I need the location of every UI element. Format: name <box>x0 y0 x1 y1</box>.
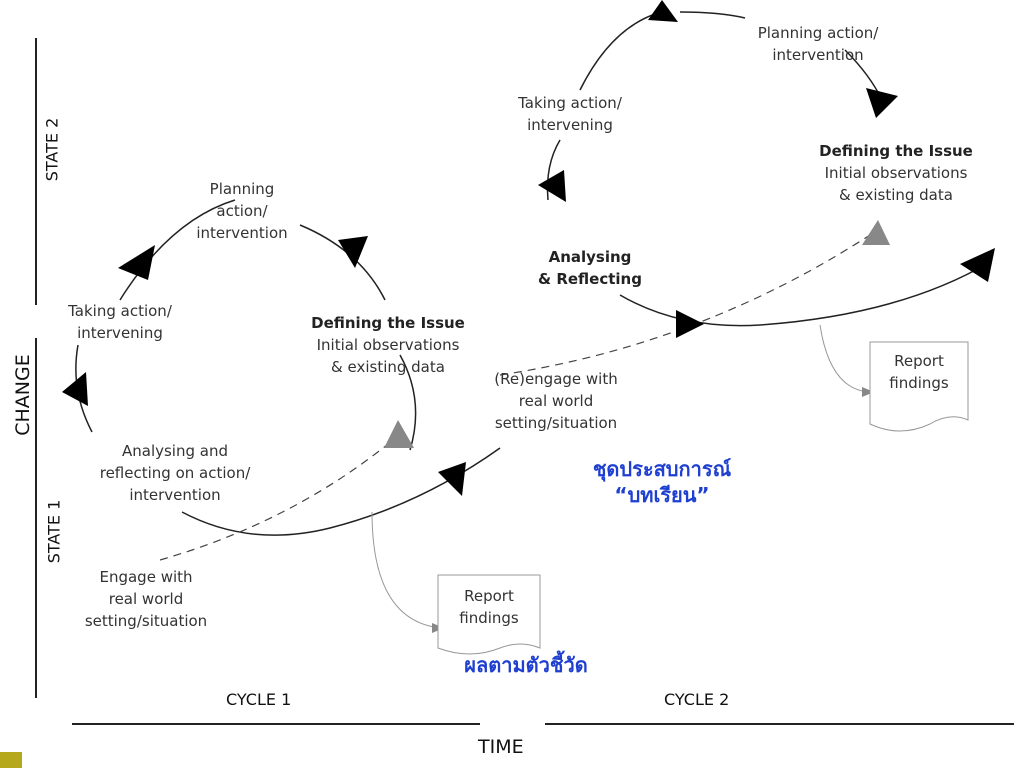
cycle2-arc-bottom <box>619 261 991 327</box>
cycle1-arrow-left <box>62 372 88 406</box>
cycle1-report-connector <box>371 511 441 629</box>
state-1-axis-label: STATE 1 <box>44 499 64 564</box>
cycle1-arrow-bottom-right <box>438 462 466 496</box>
time-axis-label: TIME <box>478 736 524 758</box>
cycle1-arrow-grey <box>384 420 414 448</box>
cycle2-report-label: Report findings <box>889 352 949 392</box>
cycle2-taking-action-label: Taking action/ intervening <box>518 94 622 134</box>
cycle1-analysing-label: Analysing and reflecting on action/ inte… <box>99 442 251 504</box>
cycle2-arrow-top <box>648 0 678 22</box>
cycle1-arc-top <box>119 199 236 301</box>
cycle2-report-arrow-tip <box>862 387 874 397</box>
change-axis-label: CHANGE <box>11 354 34 436</box>
cycle2-analysing-label: Analysing & Reflecting <box>538 248 642 288</box>
cycle2-reengage-label: (Re)engage with real world setting/situa… <box>494 370 618 432</box>
cycle2-arc-left <box>546 139 561 201</box>
cycle2-arc-top <box>679 11 746 19</box>
cycle1-defining-label: Defining the Issue Initial observations … <box>311 314 465 376</box>
cycle1-engage-label: Engage with real world setting/situation <box>84 568 208 630</box>
cycle1-arrow-top-left <box>118 245 155 280</box>
lessons-annotation: ชุดประสบการณ์ “บทเรียน” <box>592 457 732 507</box>
cycle1-dashed-engage <box>159 429 406 561</box>
cycle1-report-label: Report findings <box>459 587 519 627</box>
cycle2-arrow-bottom <box>676 310 704 338</box>
cycle1-taking-action-label: Taking action/ intervening <box>68 302 172 342</box>
cycle1-arc-right-top <box>299 224 386 301</box>
cycle2-planning-label: Planning action/ intervention <box>757 24 879 64</box>
cycle2-report-connector <box>819 324 871 393</box>
cycle-1-axis-label: CYCLE 1 <box>226 690 292 709</box>
corner-accent-mark <box>0 752 22 768</box>
cycle2-arc-left-top <box>579 13 656 91</box>
cycle2-arrow-right <box>866 88 898 118</box>
cycle1-arc-right <box>399 354 417 451</box>
state-2-axis-label: STATE 2 <box>42 117 62 182</box>
cycle1-report-box <box>437 574 541 655</box>
cycle-2-axis-label: CYCLE 2 <box>664 690 730 709</box>
cycle2-arrow-end <box>960 248 995 282</box>
cycle2-defining-label: Defining the Issue Initial observations … <box>819 142 973 204</box>
cycle2-report-box <box>869 341 969 432</box>
cycle2-arrow-left <box>538 170 566 202</box>
cycle2-arrow-grey <box>862 220 890 245</box>
cycle1-arrow-top-right <box>338 236 368 268</box>
cycle1-planning-label: Planning action/ intervention <box>196 180 288 242</box>
results-annotation: ผลตามตัวชี้วัด <box>464 653 588 677</box>
